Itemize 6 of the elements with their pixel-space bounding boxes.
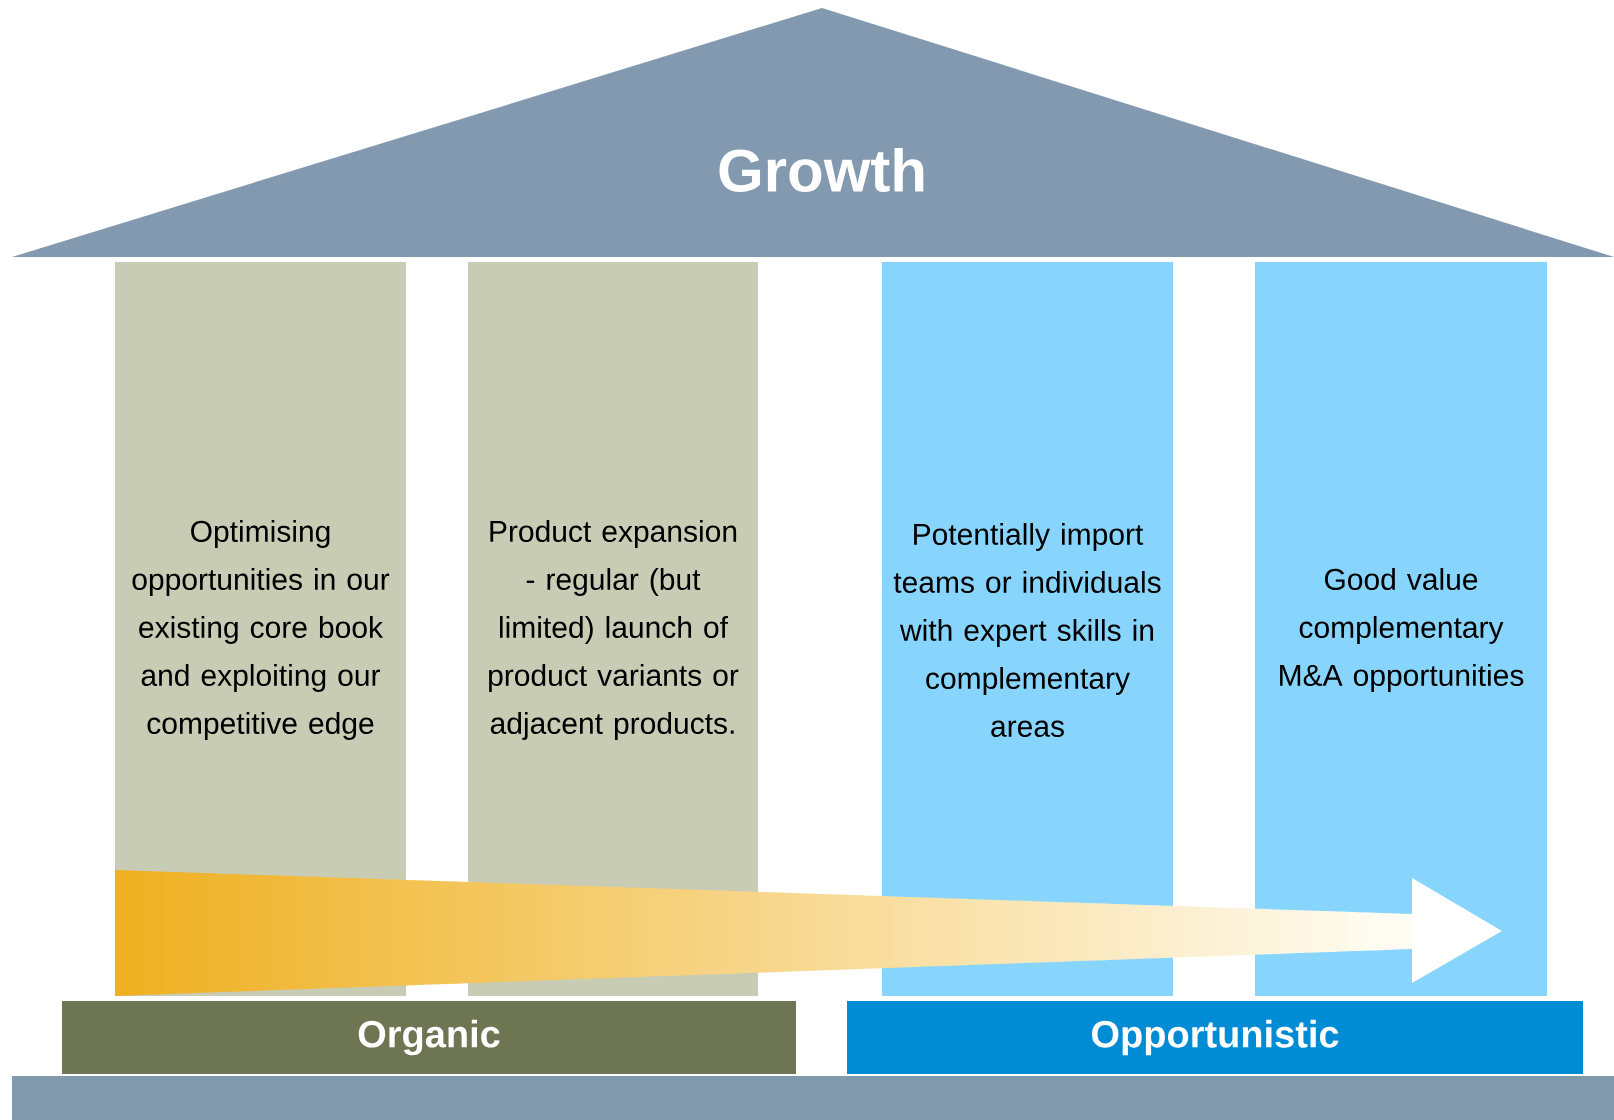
base-slab [12,1076,1614,1120]
pillar-box: Good value complementary M&A opportunities [1255,262,1547,996]
label-band: Opportunistic [847,1001,1583,1074]
label-band: Organic [62,1001,796,1074]
pillar-box: Potentially import teams or individuals with expert skills in complementary areas [882,262,1173,996]
roof-triangle: Growth [12,8,1614,257]
